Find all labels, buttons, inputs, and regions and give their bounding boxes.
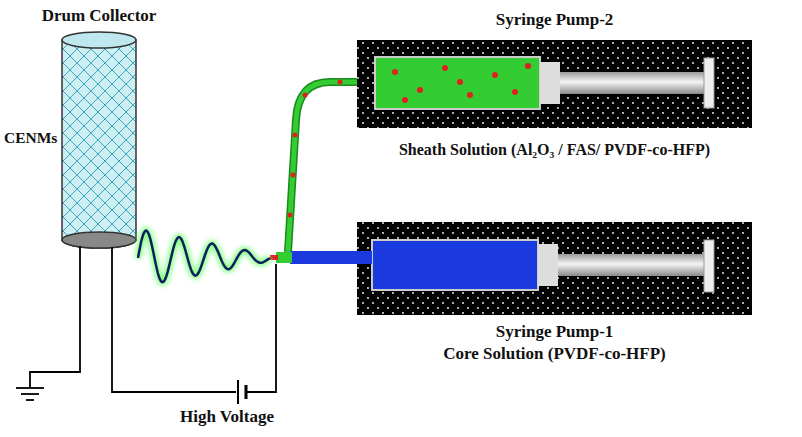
node-title: Syringe Pump-2 bbox=[496, 10, 614, 30]
syringe-pump-node: Syringe Pump-1Core Solution (PVDF-co-HFP… bbox=[357, 222, 752, 315]
polymer-jet bbox=[138, 231, 270, 282]
syringe-pump-node: Syringe Pump-2Sheath Solution (Al₂O₃ / F… bbox=[357, 40, 752, 128]
solution-label: Sheath Solution (Al₂O₃ / FAS/ PVDF-co-HF… bbox=[399, 140, 710, 160]
syringe-pump-1-body bbox=[357, 222, 752, 315]
drum-collector bbox=[62, 32, 136, 248]
node-title: Syringe Pump-1 bbox=[496, 322, 614, 342]
sheath-tube bbox=[288, 80, 358, 253]
solution-label: Core Solution (PVDF-co-HFP) bbox=[443, 344, 666, 364]
voltage-label: High Voltage bbox=[180, 407, 274, 427]
drum-collector-node: Drum Collector bbox=[62, 32, 136, 248]
syringe-pump-2-body bbox=[357, 40, 752, 128]
coaxial-nozzle bbox=[270, 251, 372, 264]
node-title: Drum Collector bbox=[42, 6, 157, 26]
circuit-wires bbox=[16, 246, 276, 404]
membrane-label: CENMs bbox=[4, 128, 57, 148]
